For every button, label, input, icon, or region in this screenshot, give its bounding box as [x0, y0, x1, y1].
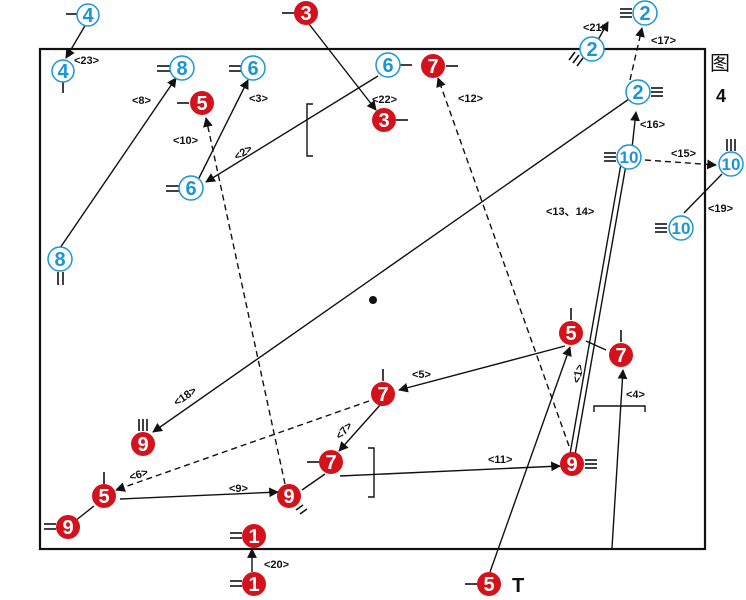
bracket-right: [593, 405, 646, 412]
red-player-token: 5: [92, 472, 116, 508]
step-label: <11>: [488, 454, 512, 466]
pass-lines: [115, 27, 717, 492]
red-player-token: 1: [230, 572, 266, 596]
step-label: <7>: [334, 420, 356, 442]
step-label: <16>: [640, 119, 665, 131]
svg-text:7: 7: [427, 56, 438, 78]
figure-number: 4: [716, 86, 726, 106]
red-player-token: 7: [609, 330, 633, 367]
red-player-token: 7: [421, 54, 458, 78]
step-label: <2>: [232, 143, 254, 163]
blue-player-token: 6: [166, 175, 204, 201]
step-label: <20>: [264, 559, 289, 571]
blue-team: 4 4 8 6 6: [47, 0, 744, 285]
step-label: <18>: [172, 385, 199, 409]
svg-text:5: 5: [196, 93, 207, 115]
svg-text:9: 9: [283, 486, 294, 508]
svg-text:5: 5: [98, 486, 109, 508]
blue-player-token: 6: [375, 52, 412, 78]
svg-text:7: 7: [377, 384, 388, 406]
step-label: <21>: [583, 22, 608, 34]
svg-text:2: 2: [632, 82, 643, 104]
figure-title: 图: [710, 51, 730, 75]
svg-text:7: 7: [325, 452, 336, 474]
blue-player-token: 4: [66, 3, 100, 27]
svg-text:1: 1: [248, 526, 259, 548]
svg-text:8: 8: [54, 249, 65, 271]
step-label: <3>: [249, 93, 268, 105]
step-label: <22>: [372, 94, 397, 106]
step-label: <9>: [229, 483, 248, 495]
field-boundary: [38, 47, 707, 551]
step-label: <19>: [708, 203, 733, 215]
bracket-lower: [368, 447, 375, 498]
ball-marker: T: [512, 575, 524, 597]
svg-text:3: 3: [378, 110, 389, 132]
red-player-token: 3: [372, 108, 408, 132]
red-player-token: 7: [371, 369, 395, 406]
blue-player-token: 10: [655, 215, 694, 241]
step-label: <6>: [128, 466, 150, 483]
svg-text:2: 2: [639, 3, 650, 25]
red-player-token: 9: [560, 452, 597, 476]
step-label: <5>: [412, 369, 431, 381]
svg-text:10: 10: [722, 155, 741, 174]
red-player-token: 3: [282, 1, 318, 25]
blue-player-token: 2: [568, 36, 605, 67]
svg-text:9: 9: [566, 454, 577, 476]
red-player-token: 5: [177, 91, 214, 115]
svg-text:1: 1: [248, 574, 259, 596]
blue-player-token: 2: [620, 0, 658, 26]
red-team: 3 3 7 5 5 7: [44, 1, 633, 596]
step-label: <17>: [651, 35, 676, 47]
svg-text:6: 6: [382, 55, 393, 77]
svg-text:6: 6: [247, 58, 258, 80]
svg-text:9: 9: [137, 434, 148, 456]
blue-player-token: 2: [625, 79, 663, 105]
svg-text:8: 8: [176, 58, 187, 80]
blue-player-token: 6: [229, 55, 266, 81]
blue-player-token: 4: [51, 59, 75, 93]
step-label: <13、14>: [546, 206, 594, 218]
center-spot: [369, 296, 377, 304]
blue-player-token: 8: [47, 246, 73, 285]
red-player-token: 9: [131, 419, 155, 456]
svg-text:2: 2: [586, 39, 597, 61]
svg-text:7: 7: [615, 345, 626, 367]
blue-player-token: 10: [604, 144, 642, 170]
blue-player-token: 8: [157, 55, 195, 81]
step-label: <1>: [571, 363, 587, 384]
red-player-token: 9: [44, 515, 80, 539]
red-player-token: 5: [559, 308, 583, 345]
svg-text:4: 4: [57, 61, 69, 83]
blue-player-token: 10: [718, 139, 744, 177]
red-player-token: 5: [465, 572, 501, 596]
step-label: <8>: [132, 95, 151, 107]
movement-lines: [59, 21, 723, 573]
step-labels: <23> <8> <3> <10> <2> <22> <12> <21> <17…: [74, 22, 733, 571]
svg-text:3: 3: [300, 3, 311, 25]
svg-text:9: 9: [62, 517, 73, 539]
step-label: <15>: [671, 148, 696, 160]
step-label: <12>: [458, 93, 483, 105]
svg-text:10: 10: [672, 219, 691, 238]
svg-text:4: 4: [82, 5, 94, 27]
bracket-upper: [306, 103, 313, 157]
red-player-token: 7: [307, 450, 343, 474]
step-label: <10>: [173, 135, 198, 147]
svg-text:10: 10: [620, 148, 639, 167]
red-player-token: 9: [277, 484, 308, 515]
svg-text:5: 5: [565, 323, 576, 345]
svg-text:6: 6: [185, 178, 196, 200]
red-player-token: 1: [230, 524, 266, 548]
svg-text:5: 5: [483, 574, 494, 596]
step-label: <4>: [626, 389, 645, 401]
step-label: <23>: [74, 55, 99, 67]
